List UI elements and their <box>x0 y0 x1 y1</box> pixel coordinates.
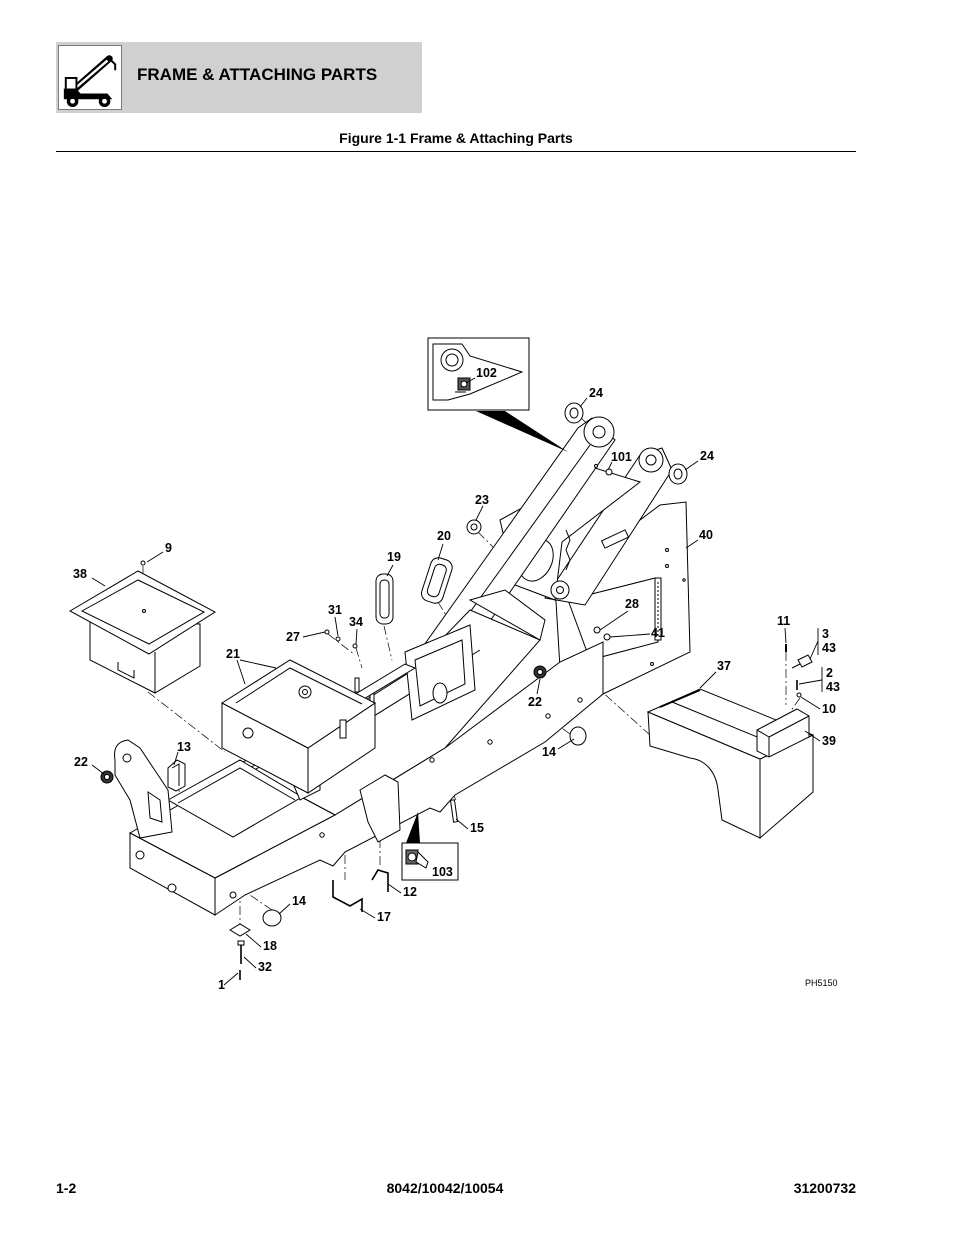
rear-tower-plate-part-40 <box>554 501 691 695</box>
callout-22: 22 <box>74 755 88 769</box>
box-part-21 <box>220 659 376 794</box>
screw-part-31 <box>335 636 341 642</box>
callout-11: 11 <box>777 614 790 628</box>
clip-part-13 <box>167 759 186 792</box>
callout-14: 14 <box>292 894 306 908</box>
boom-mount-arms <box>421 416 673 651</box>
callout-103: 103 <box>432 865 453 879</box>
callout-23: 23 <box>475 493 489 507</box>
callout-41: 41 <box>651 626 665 640</box>
screw-part-34 <box>352 643 358 649</box>
bar-part-17 <box>332 880 363 912</box>
callout-19: 19 <box>387 550 401 564</box>
screw-part-27 <box>324 629 330 635</box>
callout-20: 20 <box>437 529 451 543</box>
callout-28: 28 <box>625 597 639 611</box>
hook-part-12 <box>371 869 389 892</box>
callout-40: 40 <box>699 528 713 542</box>
drawing-id: PH5150 <box>805 978 838 988</box>
bolt-part-3 <box>797 654 813 668</box>
detail-inset-102 <box>427 337 568 452</box>
header-rule <box>56 151 856 152</box>
section-title: FRAME & ATTACHING PARTS <box>137 65 378 84</box>
callout-31: 31 <box>328 603 342 617</box>
callout-3: 3 <box>822 627 829 641</box>
washer-part-14-bottom <box>262 909 282 927</box>
nut-part-10 <box>796 692 802 698</box>
fitting-part-101 <box>605 468 613 476</box>
callout-13: 13 <box>177 740 191 754</box>
callout-22: 22 <box>528 695 542 709</box>
pin-part-15 <box>449 799 459 823</box>
callout-10: 10 <box>822 702 836 716</box>
bracket-part-39 <box>756 708 810 758</box>
callout-32: 32 <box>258 960 272 974</box>
screw-part-9 <box>140 560 146 566</box>
detail-inset-103 <box>401 812 459 881</box>
leader-lines <box>91 377 823 986</box>
callout-24: 24 <box>700 449 714 463</box>
plate-part-18 <box>229 923 251 937</box>
callout-37: 37 <box>717 659 731 673</box>
callout-43: 43 <box>822 641 836 655</box>
callout-21: 21 <box>226 647 240 661</box>
hardware-parts <box>100 402 813 980</box>
page-number: 1-2 <box>56 1180 77 1196</box>
washer-part-14-right <box>569 726 587 746</box>
callout-101: 101 <box>611 450 632 464</box>
callout-9: 9 <box>165 541 172 555</box>
callout-102: 102 <box>476 366 497 380</box>
bolt-part-28 <box>593 626 601 634</box>
callout-17: 17 <box>377 910 391 924</box>
callout-18: 18 <box>263 939 277 953</box>
figure-caption: Figure 1-1 Frame & Attaching Parts <box>339 130 573 146</box>
callout-2: 2 <box>826 666 833 680</box>
model-numbers: 8042/10042/10054 <box>386 1180 504 1196</box>
section-header: FRAME & ATTACHING PARTS <box>56 42 422 113</box>
front-left-bracket <box>114 739 173 839</box>
callout-34: 34 <box>349 615 363 629</box>
telehandler-icon <box>58 45 122 110</box>
callout-15: 15 <box>470 821 484 835</box>
callout-39: 39 <box>822 734 836 748</box>
document-number: 31200732 <box>793 1180 856 1196</box>
counterweight-part-37 <box>646 688 815 840</box>
callout-43: 43 <box>826 680 840 694</box>
bolt-part-41 <box>603 633 611 641</box>
tray-part-38 <box>68 570 216 694</box>
callout-38: 38 <box>73 567 87 581</box>
callout-labels: 102 24 101 24 23 40 20 9 19 38 28 41 31 … <box>73 366 840 992</box>
callout-1: 1 <box>218 978 225 992</box>
frame-exploded-diagram: 102 24 101 24 23 40 20 9 19 38 28 41 31 … <box>68 337 840 992</box>
callout-24: 24 <box>589 386 603 400</box>
callout-12: 12 <box>403 885 417 899</box>
callout-14: 14 <box>542 745 556 759</box>
callout-27: 27 <box>286 630 300 644</box>
